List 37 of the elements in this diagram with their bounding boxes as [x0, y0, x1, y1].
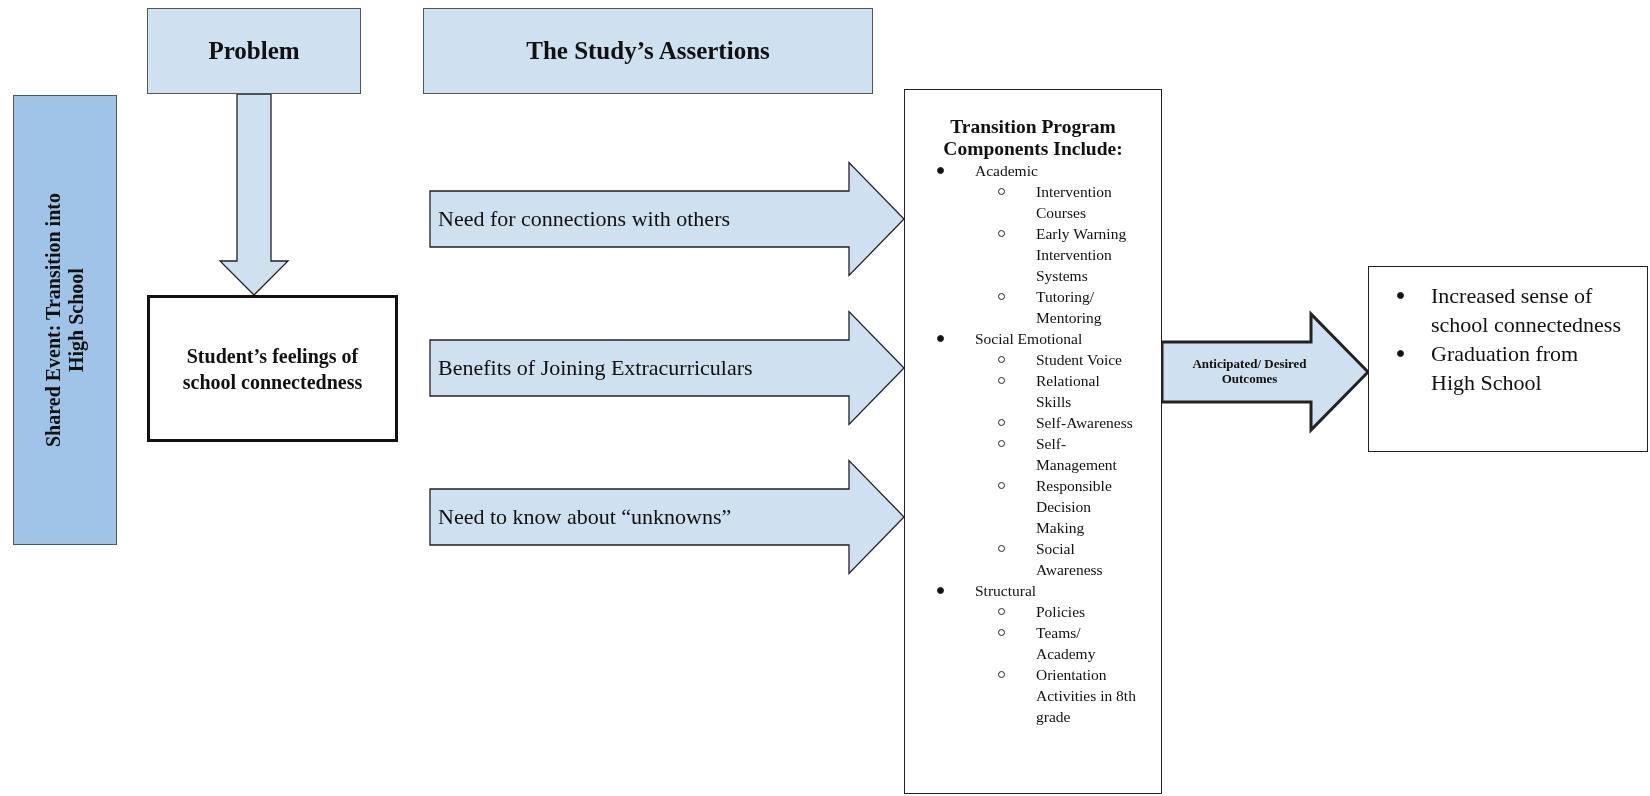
event-band [13, 95, 117, 545]
list-item: Structural [975, 582, 1037, 599]
header-box [423, 8, 873, 94]
edge-label: Anticipated/ Desired Outcomes [1191, 355, 1308, 388]
outcomes-box [1368, 266, 1648, 452]
sub-list-item: Social Awareness [1036, 540, 1103, 578]
edge-label: Benefits of Joining Extracurriculars [438, 354, 753, 383]
block-arrow [429, 160, 905, 278]
sub-list-item: Orientation Activities in 8th grade [1036, 666, 1136, 725]
block-arrow [429, 309, 905, 427]
block-arrow [1160, 310, 1371, 434]
header-label: Problem [208, 35, 300, 66]
header-label: The Study’s Assertions [526, 35, 770, 66]
edge-label: Need to know about “unknowns” [438, 503, 732, 532]
components-box [904, 89, 1162, 794]
sub-list-item: Student Voice [1036, 351, 1122, 368]
block-arrow [218, 93, 290, 296]
sub-list-item: Self-Awareness [1036, 414, 1133, 431]
problem-box [147, 295, 398, 442]
sub-list-item: Self-Management [1036, 435, 1117, 473]
sub-list-item: Intervention Courses [1036, 183, 1112, 221]
outcome-item: Increased sense of school connectedness [1431, 283, 1621, 337]
sub-list-item: Responsible Decision Making [1036, 477, 1112, 536]
sub-list-item: Teams/ Academy [1036, 624, 1096, 662]
sub-list-item: Tutoring/ Mentoring [1036, 288, 1102, 326]
list-item: Academic [975, 162, 1038, 179]
sub-list-item: Policies [1036, 603, 1086, 620]
sub-list-item: Relational Skills [1036, 372, 1100, 410]
edge-label: Need for connections with others [438, 205, 731, 234]
outcome-item: Graduation from High School [1431, 341, 1579, 395]
box-label: Student’s feelings of school connectedness [182, 343, 363, 395]
sub-list-item: Early Warning Intervention Systems [1036, 225, 1127, 284]
band-label: Shared Event: Transition into High School [42, 192, 88, 449]
header-box [147, 8, 361, 94]
list-item: Social Emotional [975, 330, 1083, 347]
block-arrow [429, 458, 905, 576]
box-heading: Transition Program Components Include: [942, 116, 1124, 160]
